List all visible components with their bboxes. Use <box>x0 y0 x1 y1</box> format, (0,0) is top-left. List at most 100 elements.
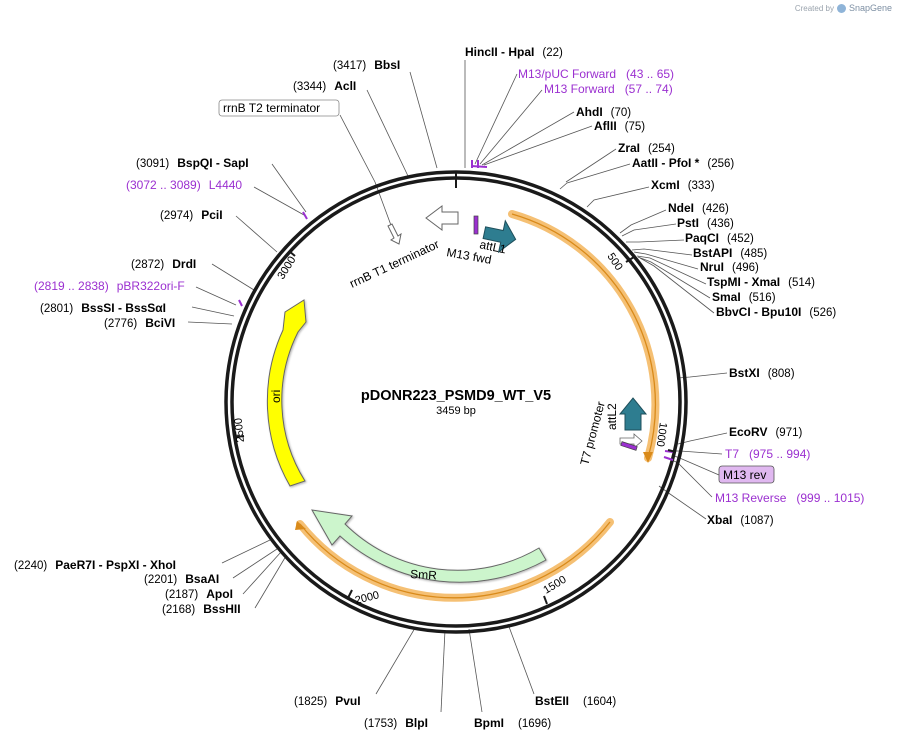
site-bsaai: (2201)BsaAI <box>144 572 219 586</box>
leader-drdi <box>211 263 255 291</box>
site-hincii: HincII - HpaI(22) <box>465 45 563 59</box>
site-bsteii: BstEII(1604) <box>535 694 616 708</box>
leader-aatii <box>559 163 631 190</box>
leader-ahdi <box>481 111 575 166</box>
leader-pbr322 <box>195 286 237 306</box>
m13-fwd-feature <box>473 215 479 235</box>
rrnb-t2-feature <box>387 223 402 245</box>
leader-psti <box>621 223 677 237</box>
snapgene-credit: Created by SnapGene <box>795 3 892 13</box>
features <box>266 205 660 602</box>
primer-m13reverse: M13 Reverse(999 .. 1015) <box>715 491 864 505</box>
site-ahdi: AhdI(70) <box>576 105 631 119</box>
site-xhoi: (2240)PaeR7I - PspXI - XhoI <box>14 558 176 572</box>
tick-mark-500 <box>625 256 635 263</box>
leader-bpmi <box>468 628 483 713</box>
site-bbsi: (3417)BbsI <box>333 58 400 72</box>
attl2-feature <box>618 397 648 431</box>
site-acli: (3344)AclI <box>293 79 356 93</box>
site-pcii: (2974)PciI <box>160 208 223 222</box>
ori-feature <box>266 299 307 487</box>
leader-bstxi <box>677 372 728 379</box>
tick-mark-2000 <box>347 589 353 599</box>
leader-m13fwd <box>479 89 543 165</box>
site-ndei: NdeI(426) <box>668 201 729 215</box>
primer-m13puc: M13/pUC Forward(43 .. 65) <box>518 67 674 81</box>
leader-aflii <box>483 125 593 166</box>
leader-ndei <box>619 209 667 234</box>
site-nrui: NruI(496) <box>700 260 759 274</box>
site-drdi: (2872)DrdI <box>131 257 196 271</box>
leader-paqci <box>626 239 685 243</box>
snapgene-logo-icon <box>836 3 846 13</box>
tick-mark-2500 <box>235 435 245 438</box>
primer-mark-m13rev <box>663 456 674 461</box>
leader-l4440 <box>253 186 305 216</box>
m13-rev-label: M13 rev <box>723 468 766 482</box>
attl1-feature <box>482 219 517 254</box>
leader-zrai <box>565 148 617 183</box>
site-xbai: XbaI(1087) <box>707 513 774 527</box>
orf-arrow-bottom <box>295 521 306 530</box>
leader-lines <box>187 60 728 713</box>
site-bcivi: (2776)BciVI <box>104 316 175 330</box>
leader-m13rev <box>671 454 720 476</box>
site-bpmi: BpmI(1696) <box>474 716 551 730</box>
primer-mark-l4440 <box>302 211 308 220</box>
plasmid-backbone <box>224 170 688 634</box>
leader-bcivi <box>187 321 233 325</box>
credit-brand: SnapGene <box>848 3 892 13</box>
leader-bsteii <box>507 623 535 695</box>
site-bspqi: (3091)BspQI - SapI <box>136 156 249 170</box>
site-apoi: (2187)ApoI <box>165 587 233 601</box>
primer-pbr322: (2819 .. 2838)pBR322ori-F <box>34 279 185 293</box>
plasmid-size: 3459 bp <box>436 405 476 417</box>
m13-rev-label-box <box>718 465 775 484</box>
site-ecorv: EcoRV(971) <box>729 425 802 439</box>
primer-l4440: (3072 .. 3089)L4440 <box>126 178 242 192</box>
leader-xbai <box>658 485 707 520</box>
primer-marks <box>238 160 674 461</box>
orf-arc-bottom-line <box>299 521 611 599</box>
site-smai: SmaI(516) <box>712 290 776 304</box>
tick-3000: 3000 <box>275 254 298 281</box>
rrnb-t1-label: rrnB T1 terminator <box>347 237 441 291</box>
leader-xhoi <box>221 539 271 564</box>
site-bstapi: BstAPI(485) <box>693 246 767 260</box>
leader-acli <box>366 89 409 177</box>
site-tspmi: TspMI - XmaI(514) <box>707 275 815 289</box>
site-aflii: AflII(75) <box>594 119 645 133</box>
m13-rev-feature <box>620 441 638 451</box>
leader-blpi <box>440 629 446 713</box>
leader-bbsi <box>409 71 438 169</box>
credit-prefix: Created by <box>794 3 834 13</box>
leader-pcii <box>235 215 278 253</box>
leader-nrui <box>633 251 699 270</box>
restriction-site-labels: HincII - HpaI(22) (3417)BbsI (3344)AclI … <box>14 45 864 730</box>
tick-2000: 2000 <box>354 589 381 607</box>
leader-bstapi <box>631 248 693 256</box>
leader-smai <box>637 256 711 299</box>
orf-arrow-right <box>643 452 653 463</box>
site-zrai: ZraI(254) <box>618 141 675 155</box>
site-paqci: PaqCI(452) <box>685 231 754 245</box>
leader-bsshii <box>254 555 287 609</box>
site-xcmi: XcmI(333) <box>651 178 715 192</box>
primer-mark-pbr322 <box>238 299 243 307</box>
attl1-label: attL1 <box>478 237 507 256</box>
tick-mark-1500 <box>543 595 548 605</box>
rrnb-t2-label-box <box>218 99 340 117</box>
rrnb-t2-label: rrnB T2 terminator <box>223 101 320 115</box>
leader-pvui <box>375 627 416 695</box>
leader-m13puc <box>474 73 518 165</box>
site-bbvci: BbvCI - Bpu10I(526) <box>716 305 836 319</box>
site-blpi: (1753)BlpI <box>364 716 428 730</box>
site-bsshii: (2168)BssHII <box>162 602 241 616</box>
site-bsssi: (2801)BssSI - BssSαI <box>40 301 166 315</box>
leader-bsaai <box>232 548 278 579</box>
site-bstxi: BstXI(808) <box>729 366 795 380</box>
leader-apoi <box>242 551 282 595</box>
tick-1000: 1000 <box>654 422 669 448</box>
tick-2500: 2500 <box>232 417 246 443</box>
leader-xcmi <box>586 186 650 208</box>
